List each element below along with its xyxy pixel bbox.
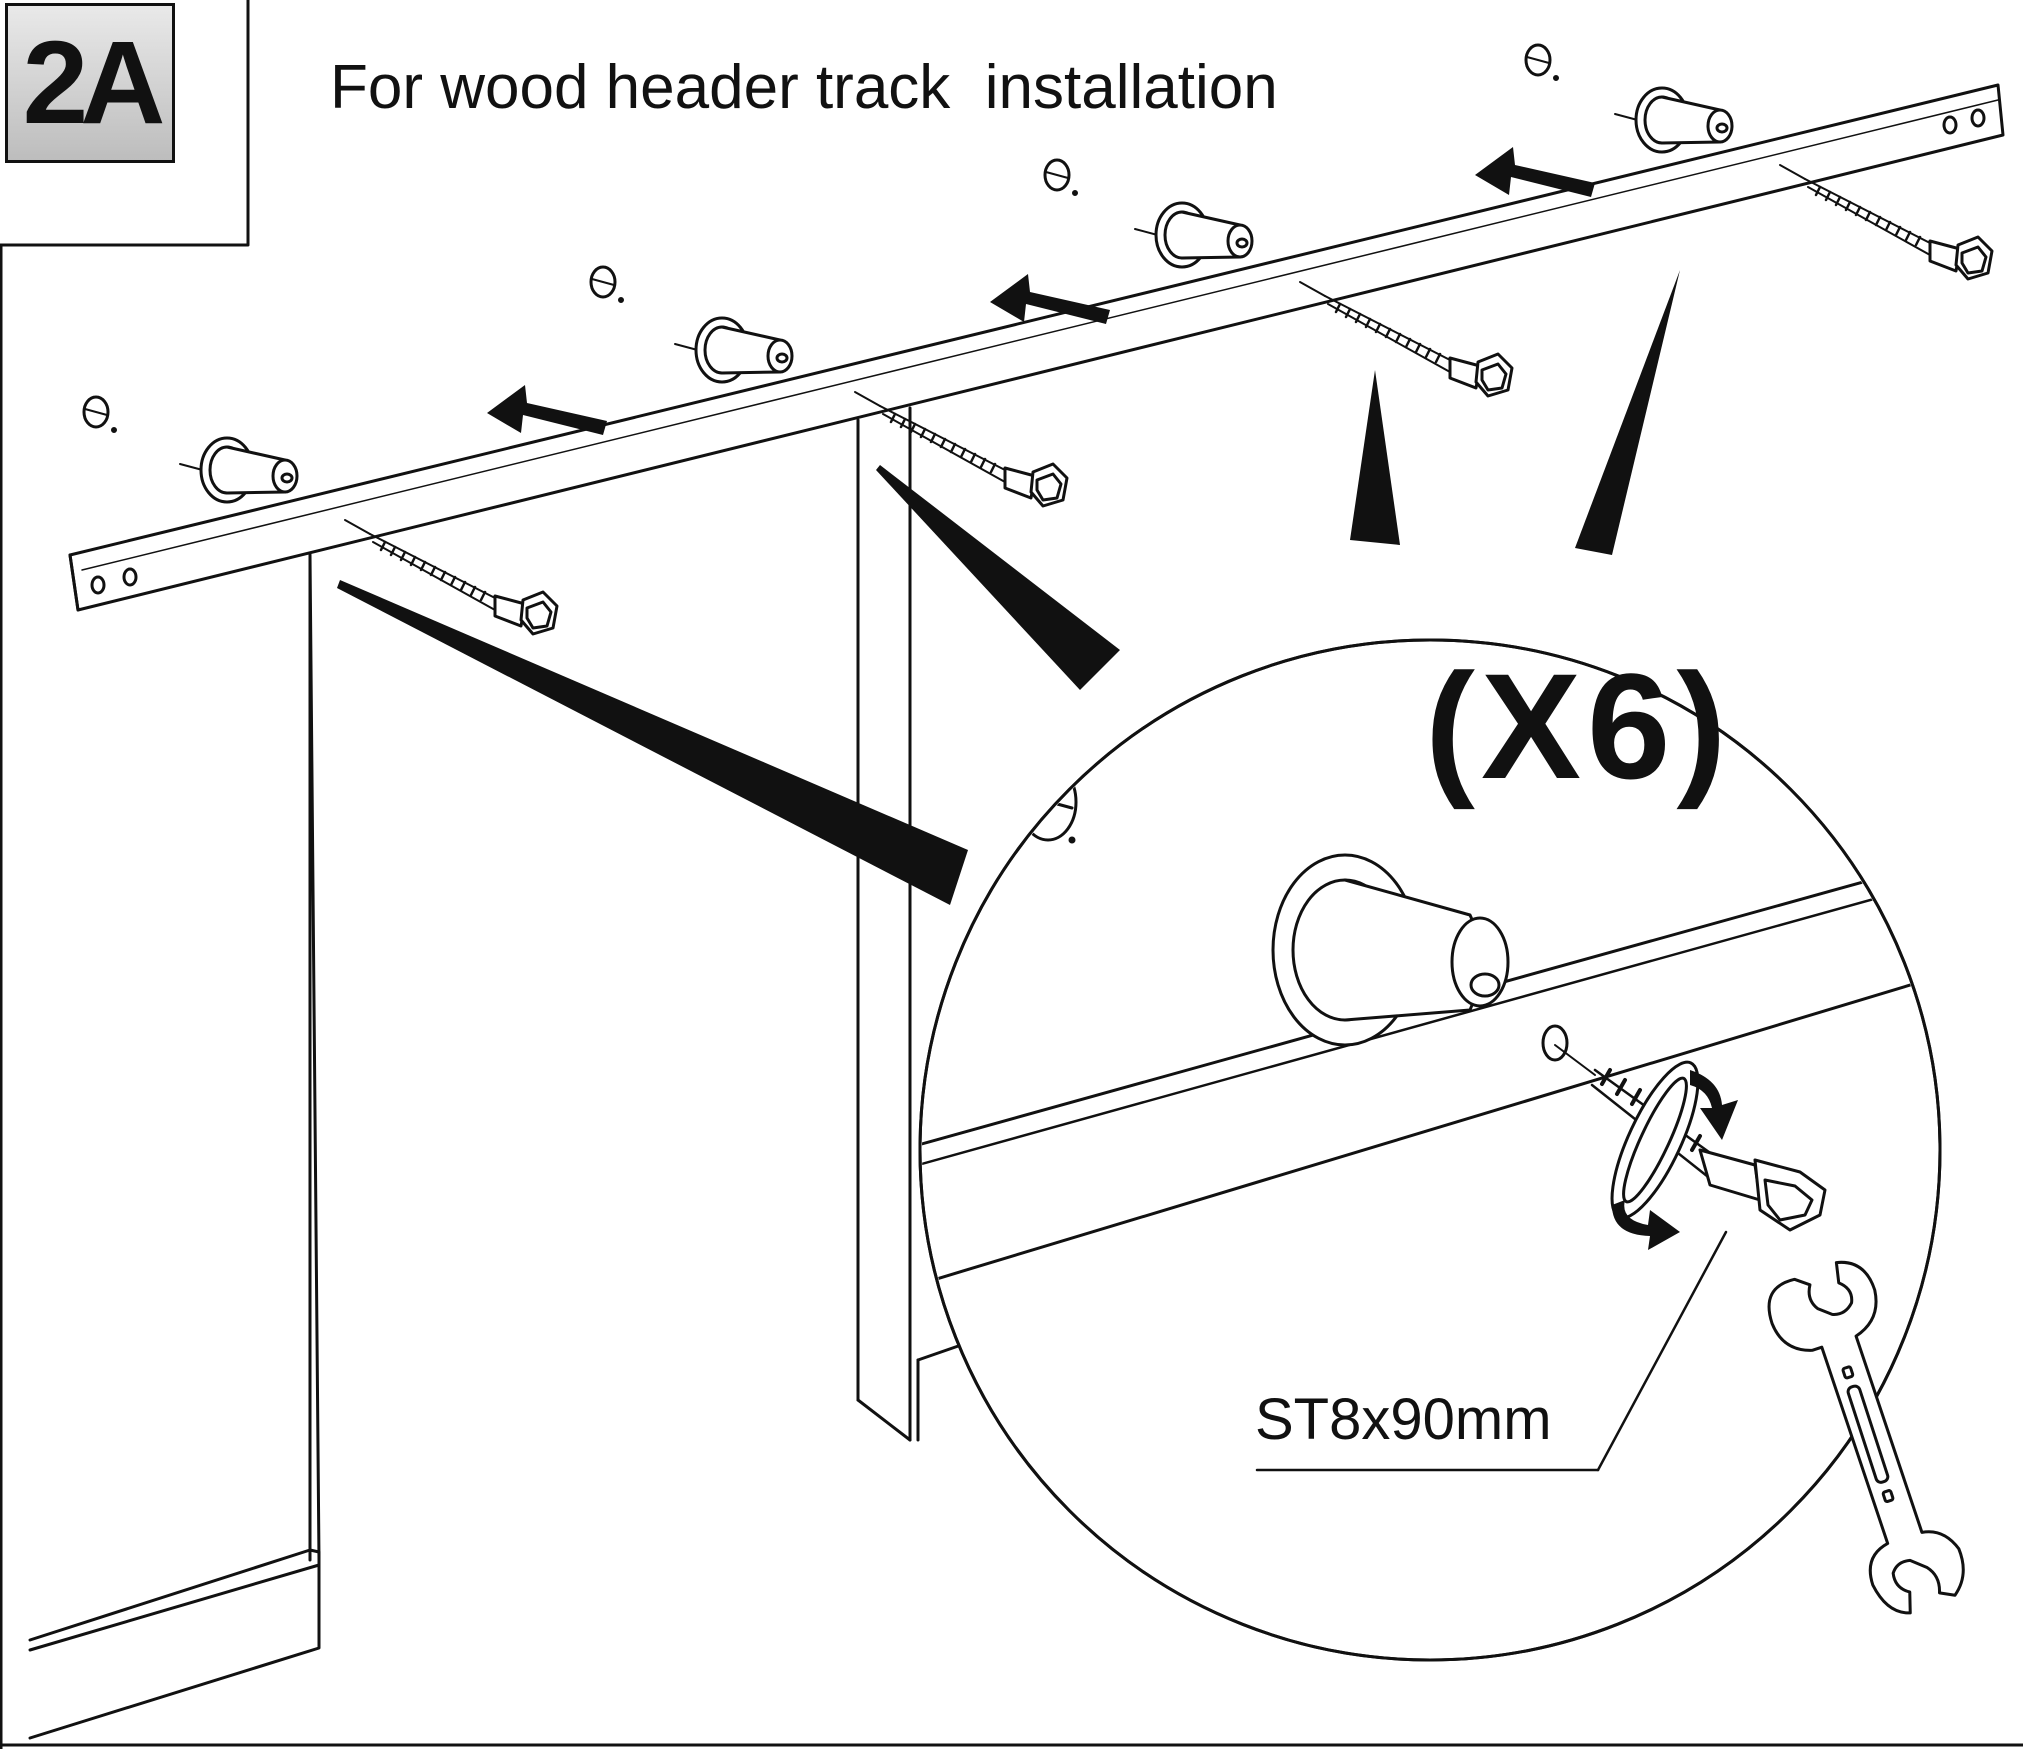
header-track <box>68 83 2005 612</box>
step-number: 2A <box>22 17 166 149</box>
wrench-icon <box>1767 1260 1965 1615</box>
screw-spec-label: ST8x90mm <box>1255 1387 1552 1452</box>
callout-pointers <box>337 270 1680 905</box>
direction-arrow-icon <box>485 383 609 437</box>
screw-icon <box>1541 1024 1827 1232</box>
step-badge: 2A <box>5 3 175 163</box>
screw-icon <box>343 518 559 636</box>
spacer-icon <box>673 316 794 384</box>
wall-structure <box>28 406 992 1740</box>
hole-mark-icon <box>589 265 624 303</box>
detail-circle <box>918 638 1942 1662</box>
step-title: For wood header track installation <box>330 53 1278 122</box>
hole-mark-icon <box>82 395 117 433</box>
spacer-icon <box>1271 853 1510 1047</box>
hole-mark-icon <box>1524 43 1559 81</box>
spacer-icon <box>1613 86 1734 154</box>
rotation-arrow-icon <box>1612 1070 1738 1250</box>
spec-leader-line <box>1255 1230 1728 1472</box>
screw-icon <box>853 390 1069 508</box>
direction-arrow-icon <box>1473 145 1597 199</box>
quantity-label: (X6) <box>1425 642 1733 810</box>
spacer-icon <box>178 436 299 504</box>
screw-icon <box>1298 280 1514 398</box>
spacer-icon <box>1133 201 1254 269</box>
hole-mark-icon <box>1043 158 1078 196</box>
screw-icon <box>1778 163 1994 281</box>
